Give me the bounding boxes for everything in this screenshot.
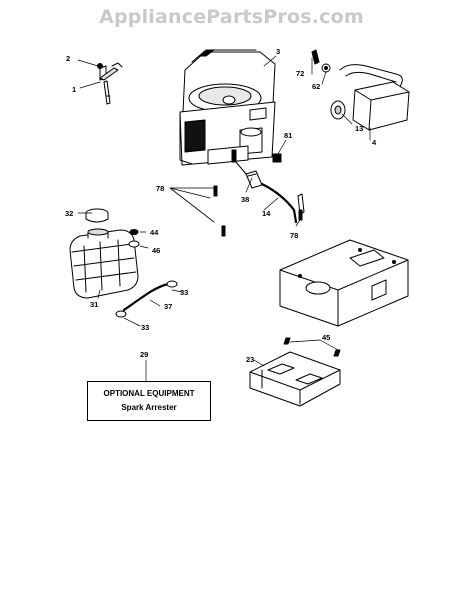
callout-78-left: 78 (156, 184, 164, 193)
bushing-part (128, 229, 140, 248)
bolt-81-part (272, 153, 282, 163)
callout-14: 14 (262, 209, 271, 218)
callout-33-left: 33 (141, 323, 149, 332)
fuel-cap-part (85, 208, 109, 223)
callout-2: 2 (66, 54, 70, 63)
spark-arrester-label: Spark Arrester (121, 403, 177, 412)
muffler-part (311, 49, 410, 131)
callout-72: 72 (296, 69, 304, 78)
callout-38: 38 (241, 195, 249, 204)
callout-13: 13 (355, 124, 363, 133)
callout-33-right: 33 (180, 288, 188, 297)
optional-equipment-label: OPTIONAL EQUIPMENT (103, 389, 195, 398)
callout-78-right: 78 (290, 231, 298, 240)
leader-lines (77, 55, 371, 383)
heat-shield-part (249, 351, 341, 407)
fuel-tank-part (69, 228, 139, 299)
callout-44: 44 (150, 228, 159, 237)
watermark: AppliancePartsPros.com (99, 6, 364, 28)
fuel-line-part (115, 280, 178, 318)
callout-62: 62 (312, 82, 320, 91)
callout-46: 46 (152, 246, 160, 255)
chassis-plate-part (279, 239, 409, 327)
callout-23: 23 (246, 355, 254, 364)
callout-29: 29 (140, 350, 148, 359)
fuel-filter-part (235, 161, 305, 224)
callout-31: 31 (90, 300, 98, 309)
callout-1: 1 (72, 85, 76, 94)
callout-3: 3 (276, 47, 280, 56)
callout-45: 45 (322, 333, 330, 342)
engine-part (179, 49, 276, 166)
optional-equipment-box: OPTIONAL EQUIPMENT Spark Arrester (87, 381, 211, 421)
callout-81: 81 (284, 131, 292, 140)
throttle-bracket-part (97, 62, 123, 105)
callout-4: 4 (372, 138, 377, 147)
bolts-45-part (283, 337, 341, 357)
callout-32: 32 (65, 209, 73, 218)
bolts-78-part (169, 185, 303, 237)
callout-37: 37 (164, 302, 172, 311)
